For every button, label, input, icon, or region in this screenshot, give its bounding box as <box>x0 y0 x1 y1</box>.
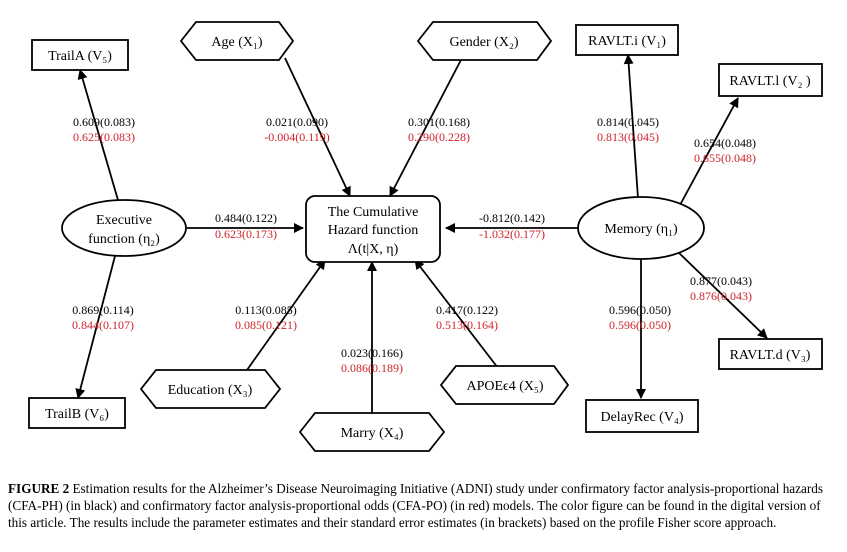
edges <box>75 54 768 413</box>
arrow-memory-to-ravlt-i <box>623 54 639 199</box>
estimate-age: 0.021(0.090) -0.004(0.119) <box>264 115 330 144</box>
executive-label-line1: Executive <box>96 213 152 228</box>
memory-label: Memory (η₁) <box>604 222 678 237</box>
traila-label: TrailA (V₅) <box>48 49 112 64</box>
arrow-executive-to-trailb <box>75 255 116 399</box>
estimate-gender-po: 0.290(0.228) <box>408 130 470 144</box>
memory-node: Memory (η₁) <box>577 196 705 260</box>
estimate-executive: 0.484(0.122) 0.623(0.173) <box>215 211 277 241</box>
marry-node: Marry (X₄) <box>298 412 446 452</box>
estimate-traila-ph: 0.609(0.083) <box>73 115 135 129</box>
hazard-function-node: The Cumulative Hazard function Λ(t|X, η) <box>305 195 441 263</box>
arrow-age-to-hazard <box>284 57 351 197</box>
estimate-ravlt-l-po: 0.655(0.048) <box>694 151 756 165</box>
estimate-delayrec-ph: 0.596(0.050) <box>609 303 671 317</box>
estimate-marry-po: 0.086(0.189) <box>341 361 403 375</box>
estimate-memory-po: -1.032(0.177) <box>479 227 545 241</box>
education-node: Education (X₃) <box>139 369 282 409</box>
delayrec-node: DelayRec (V₄) <box>585 399 699 433</box>
arrow-memory-to-ravlt-d <box>677 251 768 339</box>
traila-node: TrailA (V₅) <box>31 39 129 71</box>
ravlt-d-label: RAVLT.d (V₃) <box>730 348 811 363</box>
trailb-label: TrailB (V₆) <box>45 407 109 422</box>
delayrec-label: DelayRec (V₄) <box>600 410 683 425</box>
estimate-ravlt-l-ph: 0.654(0.048) <box>694 136 756 150</box>
path-diagram: The Cumulative Hazard function Λ(t|X, η)… <box>28 21 823 452</box>
estimate-apoe-ph: 0.417(0.122) <box>436 303 498 317</box>
ravlt-l-node: RAVLT.l (V₂ ) <box>718 63 823 97</box>
hazard-title-line2: Hazard function <box>328 223 419 238</box>
estimate-ravlt-d-ph: 0.877(0.043) <box>690 274 752 288</box>
estimate-memory: -0.812(0.142) -1.032(0.177) <box>479 211 545 241</box>
arrow-education-to-hazard <box>246 259 326 371</box>
education-label: Education (X₃) <box>168 383 253 398</box>
gender-node: Gender (X₂) <box>416 21 553 61</box>
estimate-ravlt-l: 0.654(0.048) 0.655(0.048) <box>694 136 756 165</box>
estimate-age-ph: 0.021(0.090) <box>266 115 328 129</box>
estimate-ravlt-d: 0.877(0.043) 0.876(0.043) <box>690 274 752 303</box>
gender-label: Gender (X₂) <box>449 35 518 50</box>
ravlt-i-label: RAVLT.i (V₁) <box>588 34 666 49</box>
estimate-age-po: -0.004(0.119) <box>264 130 330 144</box>
estimate-traila-po: 0.625(0.083) <box>73 130 135 144</box>
estimate-ravlt-d-po: 0.876(0.043) <box>690 289 752 303</box>
hazard-title-line1: The Cumulative <box>328 205 419 220</box>
estimate-marry-ph: 0.023(0.166) <box>341 346 403 360</box>
apoe-label: APOEϵ4 (X₅) <box>466 379 543 394</box>
hazard-formula: Λ(t|X, η) <box>348 242 399 257</box>
arrow-memory-to-ravlt-l <box>679 97 739 206</box>
arrow-gender-to-hazard <box>389 57 463 197</box>
ravlt-l-label: RAVLT.l (V₂ ) <box>729 74 811 89</box>
estimate-marry: 0.023(0.166) 0.086(0.189) <box>341 346 403 375</box>
arrow-apoe-to-hazard <box>414 259 499 369</box>
estimate-apoe: 0.417(0.122) 0.513(0.164) <box>436 303 498 332</box>
estimate-education-po: 0.085(0.121) <box>235 318 297 332</box>
executive-label-line2: function (η₂) <box>88 232 160 247</box>
estimate-executive-ph: 0.484(0.122) <box>215 211 277 225</box>
estimate-apoe-po: 0.513(0.164) <box>436 318 498 332</box>
estimate-ravlt-i-po: 0.813(0.045) <box>597 130 659 144</box>
estimate-education-ph: 0.113(0.085) <box>235 303 297 317</box>
estimate-delayrec-po: 0.596(0.050) <box>609 318 671 332</box>
estimate-traila: 0.609(0.083) 0.625(0.083) <box>73 115 135 144</box>
figure-caption: FIGURE 2 Estimation results for the Alzh… <box>8 480 838 531</box>
estimate-executive-po: 0.623(0.173) <box>215 227 277 241</box>
estimate-ravlt-i-ph: 0.814(0.045) <box>597 115 659 129</box>
caption-text: Estimation results for the Alzheimer’s D… <box>8 481 823 530</box>
age-node: Age (X₁) <box>179 21 295 61</box>
figure-label: FIGURE 2 <box>8 481 70 496</box>
executive-function-node: Executive function (η₂) <box>61 199 187 257</box>
age-label: Age (X₁) <box>211 35 262 50</box>
estimate-memory-ph: -0.812(0.142) <box>479 211 545 225</box>
estimate-delayrec: 0.596(0.050) 0.596(0.050) <box>609 303 671 332</box>
marry-label: Marry (X₄) <box>341 426 404 441</box>
estimate-gender-ph: 0.301(0.168) <box>408 115 470 129</box>
estimate-education: 0.113(0.085) 0.085(0.121) <box>235 303 297 332</box>
ravlt-d-node: RAVLT.d (V₃) <box>718 338 823 370</box>
estimate-ravlt-i: 0.814(0.045) 0.813(0.045) <box>597 115 659 144</box>
apoe-node: APOEϵ4 (X₅) <box>439 365 570 405</box>
ravlt-i-node: RAVLT.i (V₁) <box>575 24 679 56</box>
arrow-executive-to-traila <box>77 69 119 201</box>
estimate-gender: 0.301(0.168) 0.290(0.228) <box>408 115 470 144</box>
estimate-trailb-ph: 0.869(0.114) <box>72 303 134 317</box>
trailb-node: TrailB (V₆) <box>28 397 126 429</box>
estimate-trailb: 0.869(0.114) 0.844(0.107) <box>72 303 134 332</box>
estimate-trailb-po: 0.844(0.107) <box>72 318 134 332</box>
